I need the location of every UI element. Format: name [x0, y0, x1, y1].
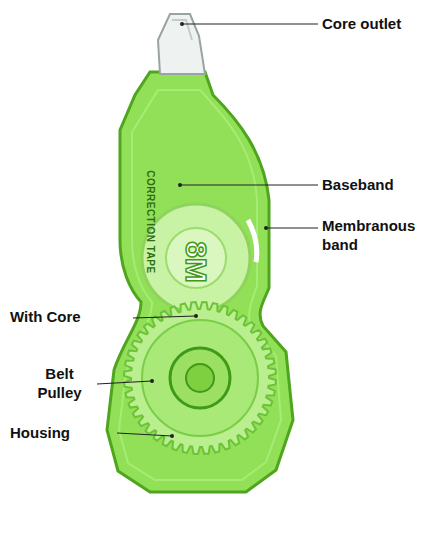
housing-inner-edge: [119, 90, 281, 480]
core-hub-inner: [186, 364, 214, 392]
part-label: Baseband: [322, 175, 422, 194]
housing: [107, 72, 293, 492]
core-hub: [170, 348, 230, 408]
leader-dots: [150, 22, 268, 438]
part-label: Core outlet: [322, 14, 422, 33]
gear-teeth: [124, 302, 276, 454]
leader-lines: [97, 24, 318, 436]
belt-pulley: [124, 302, 276, 454]
gear-ring: [142, 320, 258, 436]
part-label: Membranous band: [322, 216, 422, 254]
upper-reel-hub: [166, 228, 226, 288]
upper-reel: [142, 204, 250, 312]
core-outlet-edge: [172, 20, 192, 40]
part-label: Belt Pulley: [22, 364, 97, 402]
capacity-marking: 8M: [180, 241, 212, 283]
part-label: With Core: [10, 307, 135, 326]
core-outlet: [158, 14, 205, 74]
product-marking: CORRECTION TAPE: [144, 170, 156, 273]
membranous-band: [248, 220, 257, 262]
part-label: Housing: [10, 423, 120, 442]
